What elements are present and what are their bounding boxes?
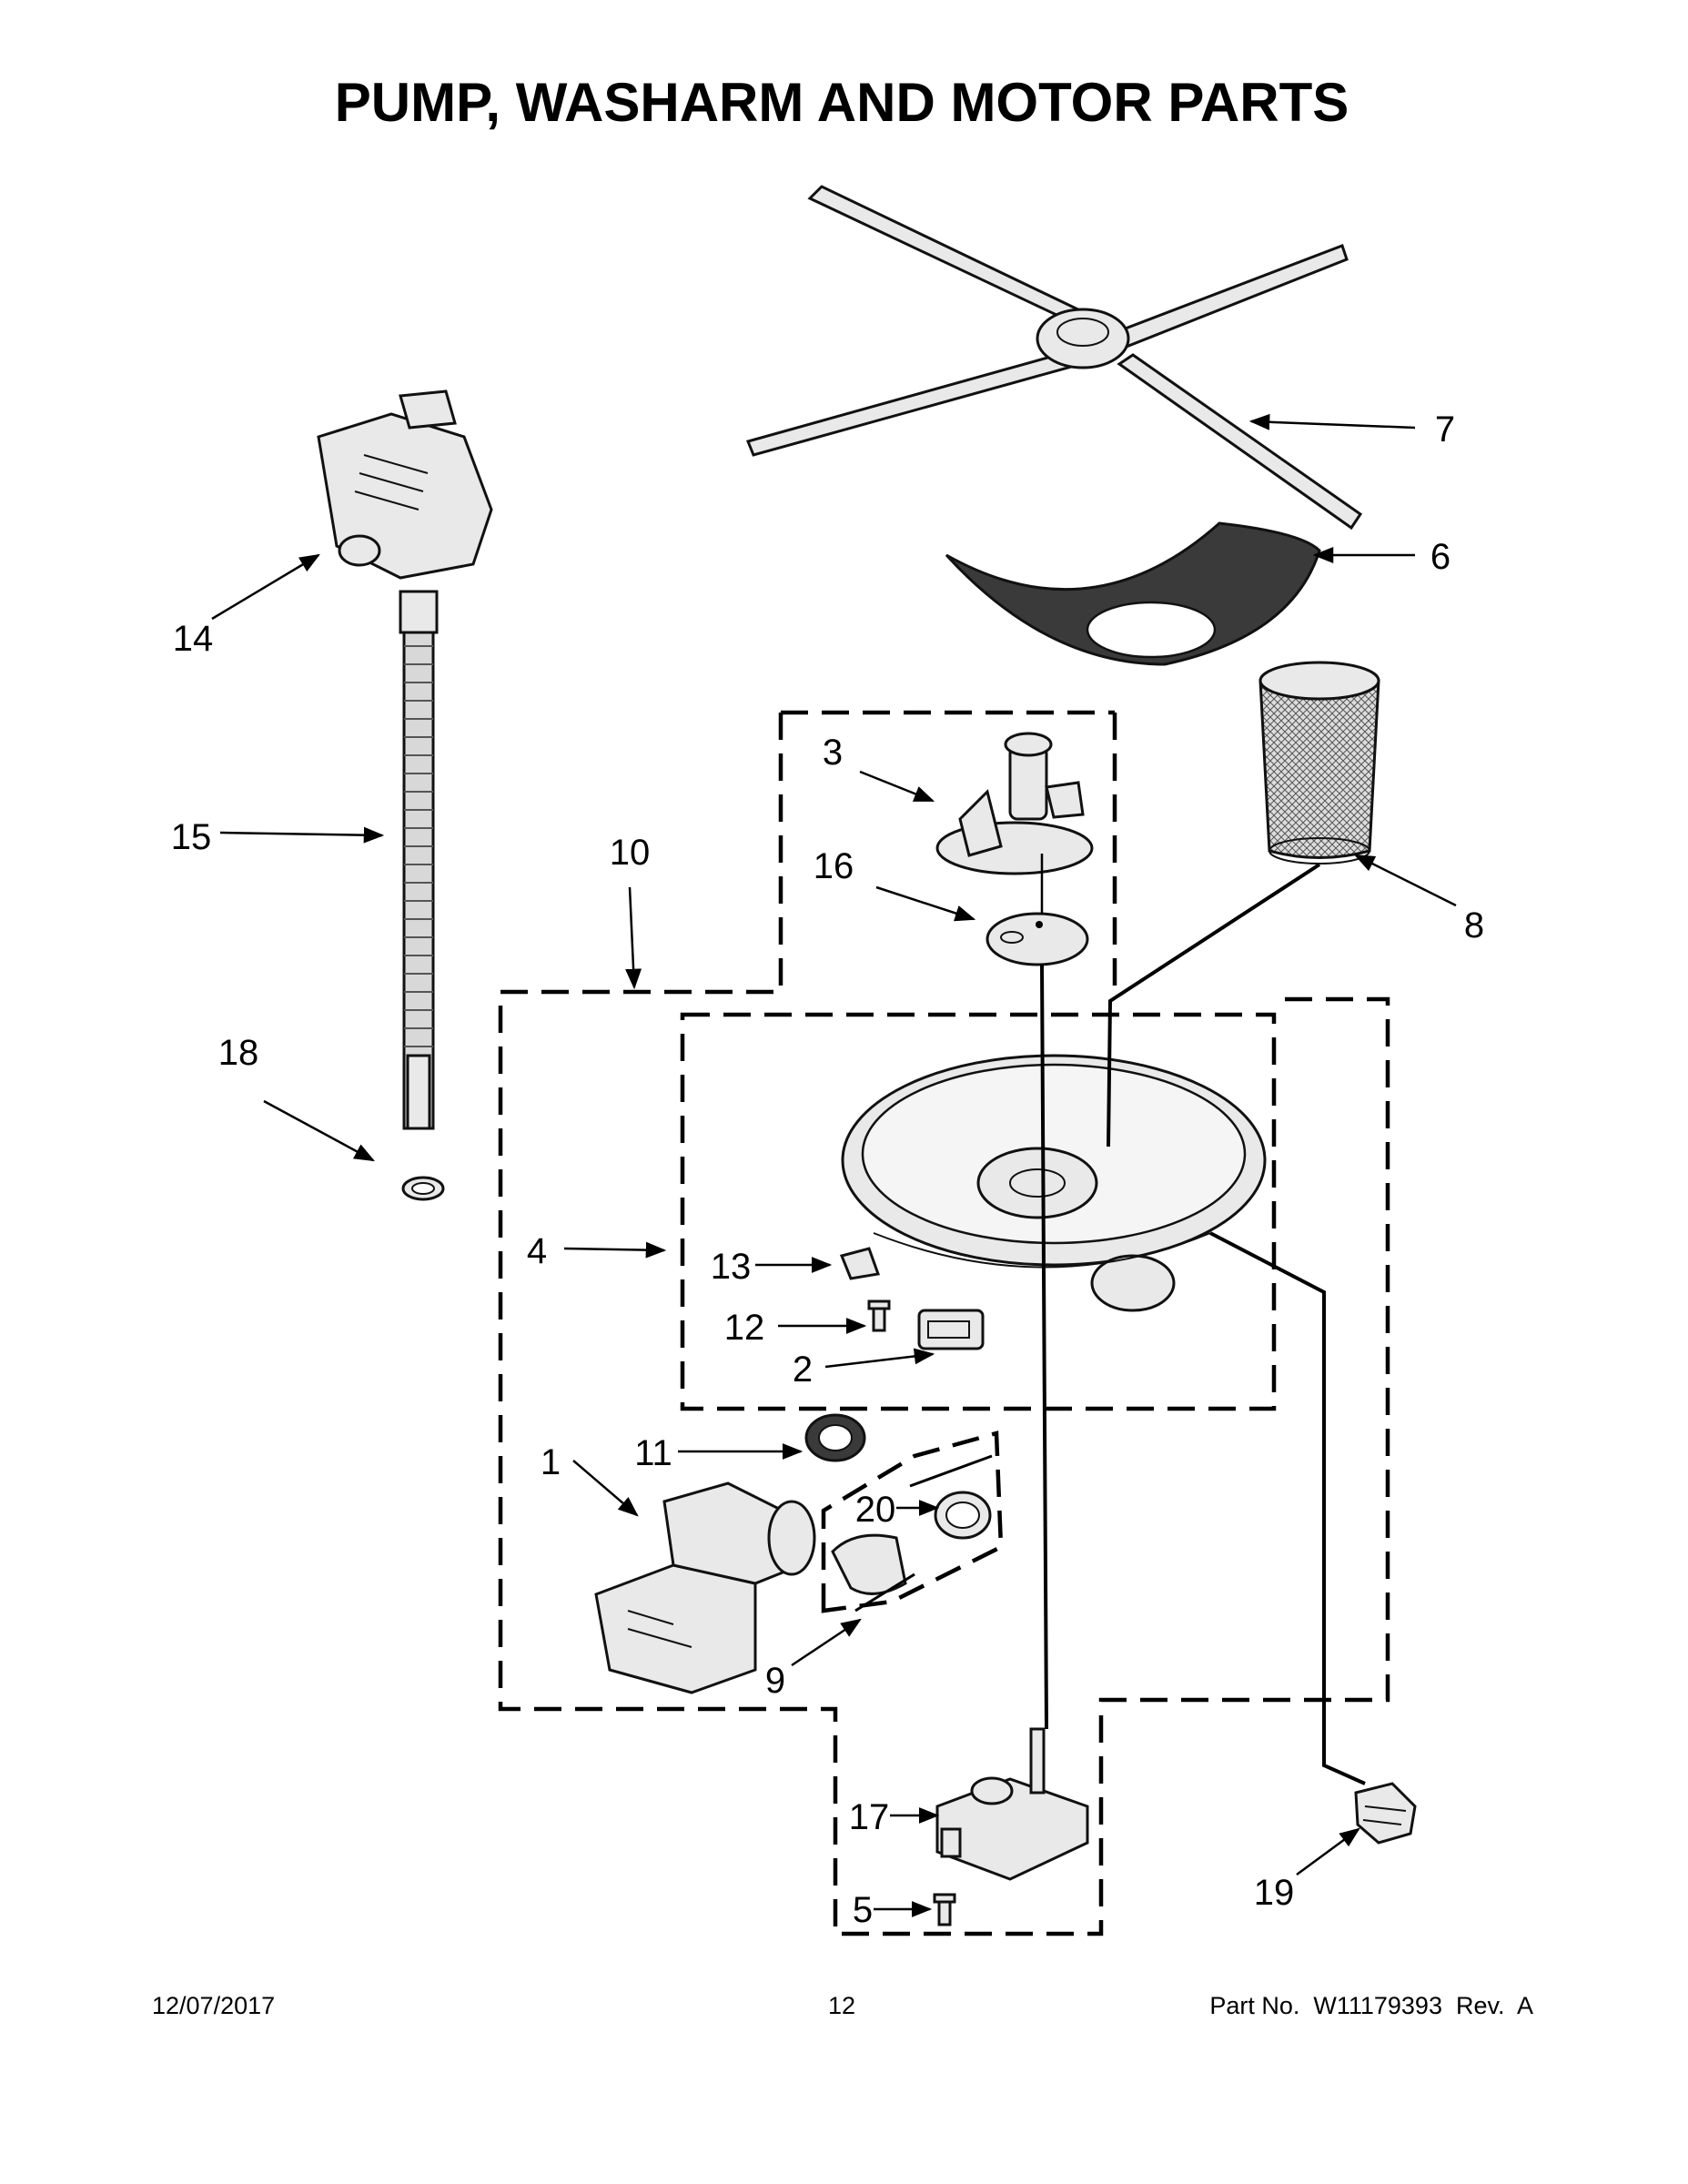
drain-pump-part-14 [317, 389, 493, 580]
clamp-part-20 [934, 1491, 992, 1540]
callout-7: 7 [1435, 410, 1455, 450]
drain-hose-part-15 [399, 590, 439, 1130]
screw-part-5 [933, 1893, 956, 1926]
connector-part-2 [917, 1309, 985, 1350]
callout-13: 13 [711, 1247, 752, 1287]
pump-housing-part-3 [935, 732, 1094, 875]
diverter-motor-part-17 [935, 1727, 1089, 1881]
page-title: PUMP, WASHARM AND MOTOR PARTS [335, 72, 1349, 133]
callout-1: 1 [541, 1442, 561, 1482]
callout-19: 19 [1254, 1873, 1295, 1913]
callout-2: 2 [793, 1350, 813, 1390]
subassembly-boundary-9 [821, 1431, 1004, 1613]
callout-16: 16 [814, 846, 854, 886]
sump-assembly [841, 1054, 1267, 1312]
elbow-hose-part-9 [831, 1533, 907, 1595]
callout-20: 20 [855, 1490, 896, 1530]
callout-10: 10 [610, 833, 651, 873]
callout-17: 17 [849, 1797, 890, 1837]
footer-date: 12/07/2017 [152, 1992, 275, 2019]
seal-ring-part-11 [804, 1413, 866, 1462]
callout-6: 6 [1430, 537, 1450, 577]
pump-motor-part-1 [594, 1481, 816, 1694]
callout-8: 8 [1464, 905, 1484, 945]
leader-arrows [211, 413, 1457, 1917]
footer-page-number: 12 [828, 1992, 855, 2019]
lower-wash-arm-part-7 [745, 185, 1363, 531]
subassembly-boundary-4 [680, 1012, 1277, 1411]
callout-labels: 7 6 8 3 16 10 14 15 18 4 13 12 2 11 1 20… [171, 410, 1484, 1930]
footer-part-number: Part No. W11179393 Rev. A [1209, 1992, 1533, 2019]
callout-14: 14 [173, 619, 214, 659]
callout-18: 18 [218, 1033, 259, 1073]
sensor-part-13 [839, 1247, 881, 1280]
hose-clamp-part-18 [401, 1176, 445, 1201]
filter-part-8 [1258, 661, 1380, 864]
sensor-part-19 [1354, 1782, 1417, 1845]
screw-part-12 [867, 1299, 891, 1332]
callout-5: 5 [853, 1890, 873, 1930]
callout-12: 12 [724, 1308, 765, 1348]
callout-15: 15 [171, 817, 212, 857]
callout-9: 9 [765, 1661, 785, 1701]
callout-4: 4 [527, 1231, 547, 1271]
seal-disc-part-16 [986, 912, 1089, 966]
connection-lines [854, 854, 1366, 1785]
callout-11: 11 [634, 1433, 672, 1473]
deflector-part-6 [945, 521, 1321, 666]
callout-3: 3 [823, 733, 843, 773]
assembly-boundary-10 [498, 710, 1390, 1936]
